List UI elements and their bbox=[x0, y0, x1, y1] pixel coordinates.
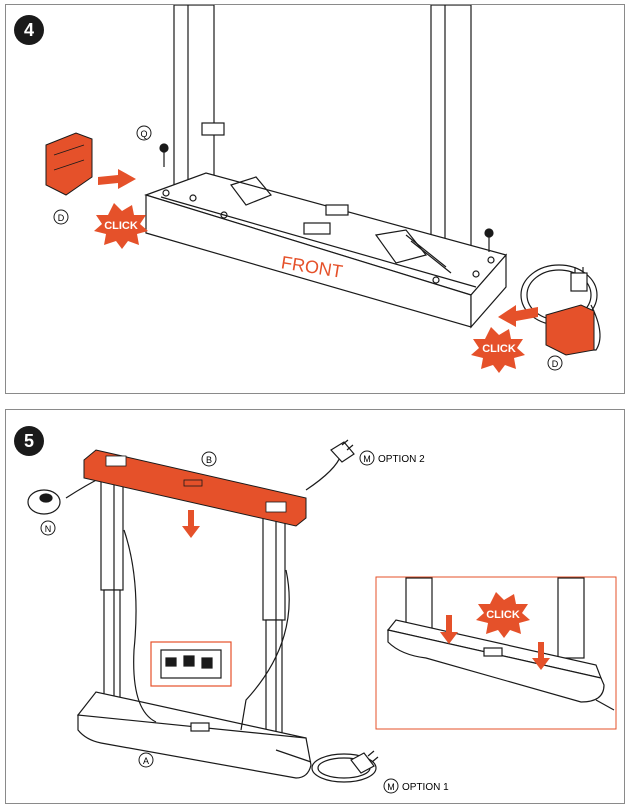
click-burst-left bbox=[94, 203, 148, 249]
top-frame-b bbox=[83, 449, 307, 527]
step-number-badge: 4 bbox=[14, 15, 44, 45]
step-number-badge: 5 bbox=[14, 426, 44, 456]
part-m-option2: M bbox=[363, 454, 371, 464]
right-leg bbox=[262, 509, 286, 741]
handset-n bbox=[27, 489, 61, 515]
left-leg bbox=[100, 479, 124, 711]
part-a: A bbox=[143, 756, 149, 766]
part-n: N bbox=[45, 524, 52, 534]
click-label-right: CLICK bbox=[482, 343, 516, 355]
cable-left bbox=[123, 529, 157, 723]
part-b: B bbox=[206, 455, 212, 465]
inset-arrow-left bbox=[440, 615, 458, 644]
step-4-illustration: CLICK CLICK FRONT D D Q bbox=[45, 5, 601, 373]
screw-q-right bbox=[484, 228, 494, 252]
plug-option2 bbox=[330, 439, 355, 463]
click-label-left: CLICK bbox=[104, 220, 138, 232]
step-4-panel: 4 bbox=[5, 4, 625, 394]
left-upright bbox=[173, 5, 225, 206]
base-frame bbox=[144, 172, 508, 329]
part-q: Q bbox=[140, 129, 147, 139]
clip-d-left bbox=[45, 132, 93, 196]
click-burst-inset bbox=[476, 592, 530, 638]
part-m-option1: M bbox=[387, 782, 395, 792]
click-label-inset: CLICK bbox=[486, 609, 520, 621]
cable-right bbox=[240, 569, 290, 731]
lower-frame-arrow bbox=[182, 510, 200, 538]
inset-arrow-right bbox=[532, 642, 550, 670]
option1-label: OPTION 1 bbox=[402, 782, 449, 793]
insert-arrow-left bbox=[98, 169, 136, 189]
step-5-panel: 5 bbox=[5, 409, 625, 804]
base-a bbox=[76, 691, 312, 779]
part-d-right: D bbox=[552, 359, 559, 369]
plug-option1 bbox=[350, 750, 379, 774]
part-d-left: D bbox=[58, 213, 65, 223]
control-box-inset bbox=[150, 641, 232, 687]
step-5-illustration: CLICK B N A M OPTION 2 M OPTION 1 bbox=[27, 439, 617, 794]
cable-option2 bbox=[305, 454, 342, 491]
screw-q-left bbox=[159, 143, 169, 167]
option2-label: OPTION 2 bbox=[378, 454, 425, 465]
insert-arrow-right bbox=[498, 305, 538, 327]
detail-inset: CLICK bbox=[375, 576, 617, 730]
right-upright bbox=[430, 5, 472, 281]
power-cable-coil bbox=[520, 264, 601, 351]
clip-d-right bbox=[545, 304, 595, 356]
click-burst-right bbox=[471, 327, 525, 373]
